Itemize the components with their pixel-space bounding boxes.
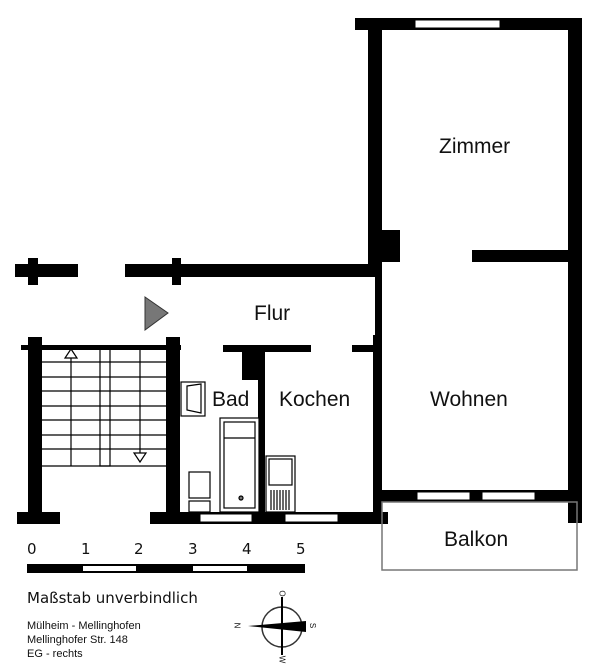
compass-north: N: [232, 622, 242, 629]
scale-tick-5: 5: [296, 540, 306, 558]
toilet: [188, 471, 211, 499]
scale-disclaimer: Maßstab unverbindlich: [27, 589, 198, 607]
balcony-outline: [381, 501, 578, 571]
address-floor: EG - rechts: [27, 648, 83, 660]
compass-south: S: [308, 622, 318, 629]
scale-tick-4: 4: [242, 540, 252, 558]
room-label-kochen: Kochen: [279, 388, 351, 411]
scale-tick-2: 2: [134, 540, 144, 558]
scale-tick-3: 3: [188, 540, 198, 558]
compass-east: O: [277, 590, 287, 597]
address-city: Mülheim - Mellinghofen: [27, 620, 141, 632]
room-label-balkon: Balkon: [444, 528, 509, 551]
windows: [199, 19, 536, 523]
stairs-down-arrow: [132, 452, 148, 464]
scale-tick-1: 1: [81, 540, 91, 558]
scale-bar: [27, 564, 305, 573]
room-label-zimmer: Zimmer: [439, 135, 511, 158]
bathroom-fixtures: [180, 381, 296, 513]
address-street: Mellinghofer Str. 148: [27, 634, 128, 646]
compass-icon: [248, 597, 306, 655]
staircase: [42, 347, 166, 467]
address-block: Mülheim - Mellinghofen Mellinghofer Str.…: [27, 619, 141, 661]
room-label-bad: Bad: [212, 388, 250, 411]
stairs-up-arrow: [63, 347, 79, 359]
room-label-flur: Flur: [254, 302, 291, 325]
room-label-wohnen: Wohnen: [430, 388, 508, 411]
scale-tick-0: 0: [27, 540, 37, 558]
entrance-marker-icon: [144, 296, 169, 331]
compass-west: W: [277, 655, 287, 664]
